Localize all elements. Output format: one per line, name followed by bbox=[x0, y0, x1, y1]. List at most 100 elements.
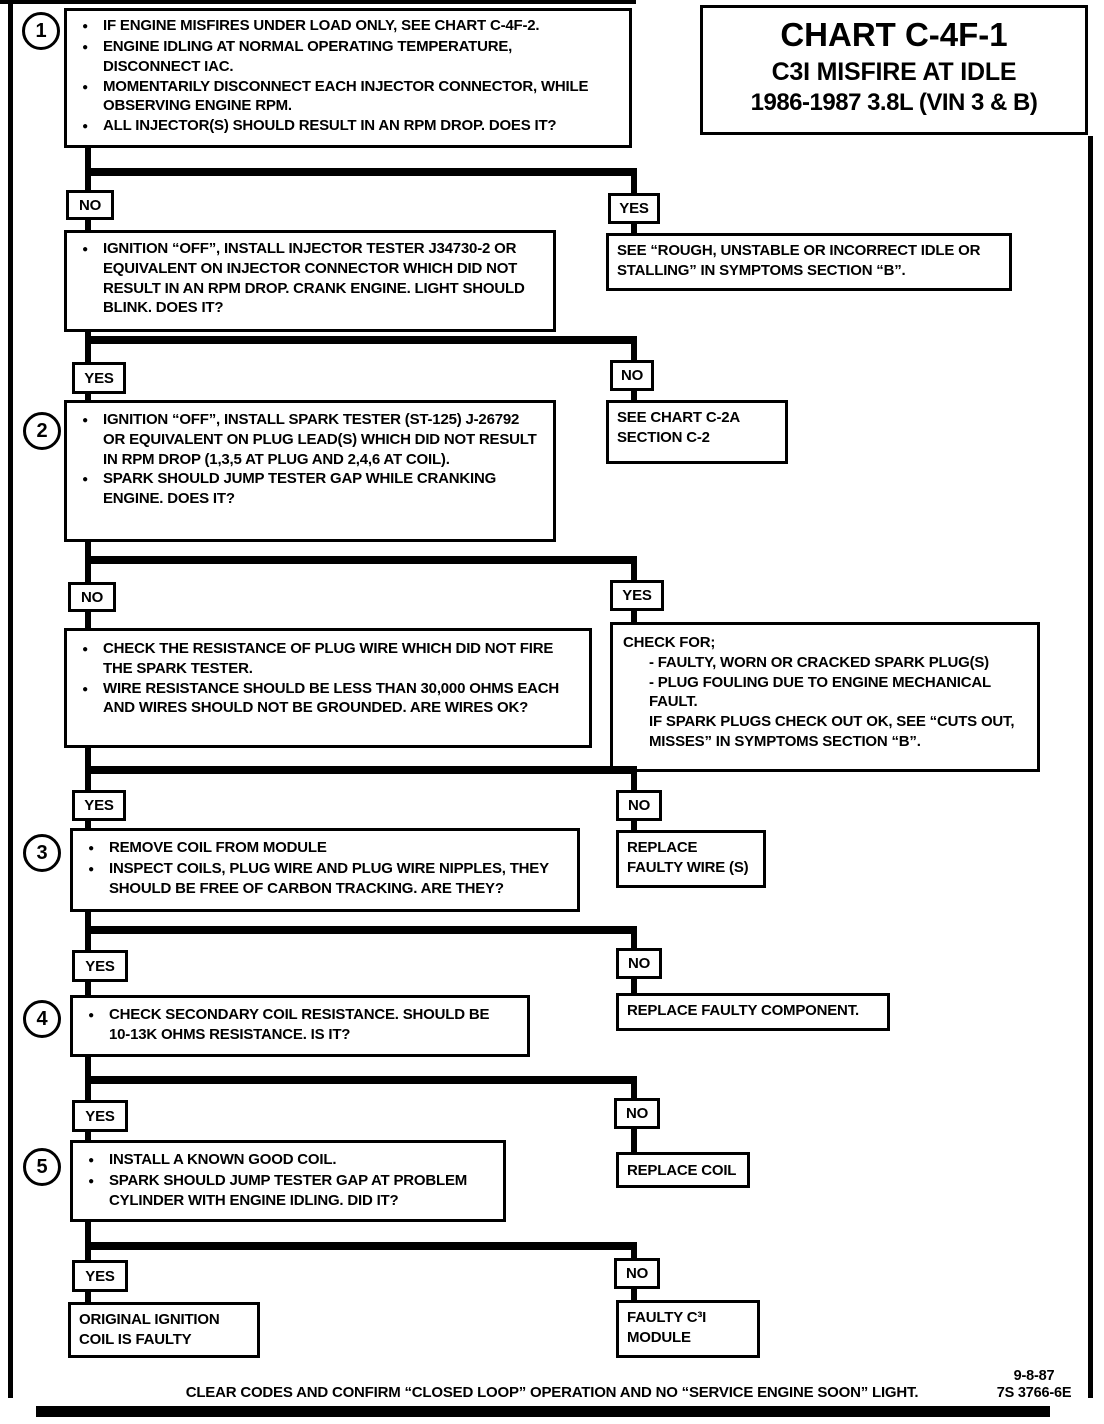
step-number: 3 bbox=[36, 841, 48, 864]
step-badge-2: 2 bbox=[23, 412, 61, 450]
flow-line bbox=[85, 1130, 91, 1142]
bullet-icon: ● bbox=[88, 1155, 94, 1166]
decision-label: YES bbox=[84, 369, 114, 387]
bullet-icon: ● bbox=[82, 42, 88, 53]
box-text: REPLACE COIL bbox=[627, 1162, 737, 1179]
bullet-text: REMOVE COIL FROM MODULE bbox=[109, 839, 327, 856]
decision-yes: YES bbox=[72, 950, 128, 982]
decision-label: YES bbox=[85, 957, 115, 975]
original-coil-box: ORIGINAL IGNITION COIL IS FAULTY bbox=[68, 1302, 260, 1358]
flow-line bbox=[631, 558, 637, 582]
decision-yes: YES bbox=[610, 580, 664, 611]
flow-line bbox=[631, 819, 637, 832]
box-text: REPLACE bbox=[627, 839, 698, 856]
bullet-text: INSTALL A KNOWN GOOD COIL. bbox=[109, 1151, 337, 1168]
bullet-text: INSPECT COILS, PLUG WIRE AND PLUG WIRE N… bbox=[109, 860, 549, 897]
step-badge-5: 5 bbox=[23, 1148, 61, 1186]
flow-line bbox=[85, 980, 91, 995]
chart-c2a-box: SEE CHART C-2A SECTION C-2 bbox=[606, 400, 788, 464]
box-text: FAULTY WIRE (S) bbox=[627, 858, 749, 876]
page-border-right bbox=[1088, 136, 1093, 1398]
replace-wire-box: REPLACE FAULTY WIRE (S) bbox=[616, 830, 766, 888]
decision-no: NO bbox=[66, 190, 114, 220]
coil-inspect-box: ●REMOVE COIL FROM MODULE ●INSPECT COILS,… bbox=[70, 828, 580, 912]
box-text: SEE CHART C-2A bbox=[617, 409, 741, 426]
box-text: SEE “ROUGH, UNSTABLE OR INCORRECT IDLE O… bbox=[617, 242, 981, 279]
flow-line bbox=[85, 1290, 91, 1304]
step-number: 1 bbox=[35, 19, 47, 42]
flow-line bbox=[631, 338, 637, 362]
bullet-text: SPARK SHOULD JUMP TESTER GAP AT PROBLEM … bbox=[109, 1172, 468, 1209]
flow-line bbox=[631, 1127, 637, 1154]
decision-yes: YES bbox=[72, 362, 126, 394]
decision-no: NO bbox=[616, 790, 662, 821]
flow-line bbox=[631, 928, 637, 950]
step-number: 5 bbox=[36, 1155, 48, 1178]
flow-line bbox=[631, 1244, 637, 1260]
footer-doc: 7S 3766-6E bbox=[996, 1385, 1072, 1402]
decision-label: NO bbox=[78, 196, 102, 214]
bullet-icon: ● bbox=[82, 644, 88, 655]
bullet-icon: ● bbox=[82, 683, 88, 695]
rough-idle-box: SEE “ROUGH, UNSTABLE OR INCORRECT IDLE O… bbox=[606, 233, 1012, 291]
decision-label: NO bbox=[80, 588, 104, 606]
flow-line bbox=[631, 609, 637, 624]
injector-tester-box: ● IGNITION “OFF”, INSTALL INJECTOR TESTER… bbox=[64, 230, 556, 332]
coil-resistance-box: ●CHECK SECONDARY COIL RESISTANCE. SHOULD… bbox=[70, 995, 530, 1057]
bullet-icon: ● bbox=[88, 1176, 94, 1187]
decision-no: NO bbox=[68, 582, 116, 612]
bullet-text: IF ENGINE MISFIRES UNDER LOAD ONLY, SEE … bbox=[103, 17, 540, 34]
bullet-text: ENGINE IDLING AT NORMAL OPERATING TEMPER… bbox=[103, 38, 513, 75]
footer-note: CLEAR CODES AND CONFIRM “CLOSED LOOP” OP… bbox=[185, 1384, 919, 1401]
flow-line bbox=[631, 977, 637, 993]
chart-title: CHART C-4F-1 bbox=[780, 16, 1008, 53]
step-badge-1: 1 bbox=[22, 12, 60, 50]
bullet-icon: ● bbox=[82, 415, 88, 426]
bullet-icon: ● bbox=[82, 244, 88, 255]
step-badge-3: 3 bbox=[23, 834, 61, 872]
bullet-icon: ● bbox=[82, 121, 88, 133]
flow-line bbox=[85, 392, 91, 402]
decision-no: NO bbox=[614, 1098, 660, 1129]
bullet-text: CHECK THE RESISTANCE OF PLUG WIRE WHICH … bbox=[103, 640, 554, 677]
replace-component-box: REPLACE FAULTY COMPONENT. bbox=[616, 993, 890, 1031]
spark-tester-box: ● IGNITION “OFF”, INSTALL SPARK TESTER (S… bbox=[64, 400, 556, 542]
decision-label: YES bbox=[84, 797, 114, 814]
decision-label: YES bbox=[85, 1267, 115, 1285]
faulty-module-box: FAULTY C³I MODULE bbox=[616, 1300, 760, 1358]
flow-line bbox=[631, 389, 637, 402]
decision-label: YES bbox=[619, 200, 649, 217]
chart-model: 1986-1987 3.8L (VIN 3 & B) bbox=[750, 88, 1038, 116]
decision-label: NO bbox=[625, 1105, 649, 1122]
decision-yes: YES bbox=[608, 193, 660, 224]
plug-wire-box: ● CHECK THE RESISTANCE OF PLUG WIRE WHICH… bbox=[64, 628, 592, 748]
decision-label: NO bbox=[627, 955, 651, 972]
box-text: COIL IS FAULTY bbox=[79, 1330, 192, 1348]
good-coil-box: ● INSTALL A KNOWN GOOD COIL. ● SPARK SHOUL… bbox=[70, 1140, 506, 1222]
page-border-top bbox=[0, 0, 636, 4]
flow-line bbox=[85, 926, 637, 934]
step-number: 2 bbox=[36, 419, 48, 442]
bullet-text: IGNITION “OFF”, INSTALL SPARK TESTER (ST… bbox=[103, 411, 537, 468]
chart-subtitle: C3I MISFIRE AT IDLE bbox=[771, 57, 1017, 86]
step-badge-4: 4 bbox=[23, 1000, 61, 1038]
footer-date: 9-8-87 bbox=[1013, 1368, 1055, 1384]
footer-id-block: 9-8-87 7S 3766-6E bbox=[972, 1368, 1096, 1403]
decision-yes: YES bbox=[72, 790, 126, 821]
box-text: MODULE bbox=[627, 1328, 691, 1346]
flow-line bbox=[85, 556, 637, 564]
flow-line bbox=[85, 218, 91, 232]
bullet-text: IGNITION “OFF”, INSTALL INJECTOR TESTER … bbox=[103, 240, 525, 317]
box-text: REPLACE FAULTY COMPONENT. bbox=[627, 1002, 859, 1019]
bullet-icon: ● bbox=[88, 843, 94, 854]
decision-label: NO bbox=[625, 1265, 649, 1282]
box-text: - PLUG FOULING DUE TO ENGINE MECHANICAL … bbox=[649, 673, 991, 711]
box-text: IF SPARK PLUGS CHECK OUT OK, SEE “CUTS O… bbox=[649, 713, 1015, 750]
decision-label: YES bbox=[622, 587, 652, 604]
chart-title-box: CHART C-4F-1 C3I MISFIRE AT IDLE 1986-19… bbox=[700, 5, 1088, 135]
decision-label: NO bbox=[620, 367, 644, 384]
decision-no: NO bbox=[610, 360, 654, 391]
bullet-icon: ● bbox=[88, 1010, 94, 1021]
decision-yes: YES bbox=[72, 1260, 128, 1292]
